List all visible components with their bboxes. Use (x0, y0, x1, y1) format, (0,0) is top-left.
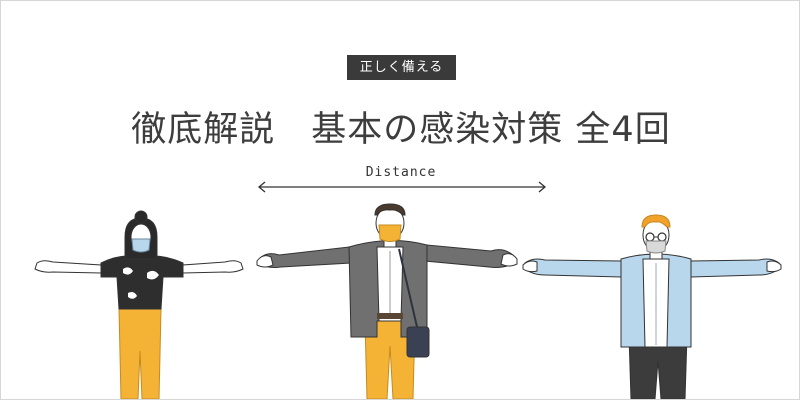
distance-label: Distance (365, 165, 437, 180)
woman-with-mask-icon (34, 210, 244, 399)
man-with-glasses-icon (522, 214, 782, 399)
man-with-mask-icon (256, 203, 518, 399)
distance-arrow-icon (257, 181, 547, 193)
category-tag: 正しく備える (347, 55, 456, 80)
page-title: 徹底解説 基本の感染対策 全4回 (131, 110, 671, 150)
